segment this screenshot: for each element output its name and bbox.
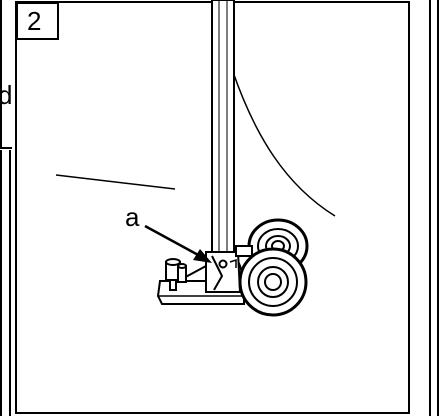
callout-a: a [125,202,212,263]
callout-arrow-head [193,249,212,263]
step-number: 2 [27,6,41,36]
callout-label: a [125,202,140,232]
front-wheel [238,247,308,317]
right-neighbor-panel [429,0,439,416]
locking-knob [165,258,187,291]
vertical-column [211,0,235,259]
guide-line [55,174,176,190]
callout-arrow-shaft [144,224,201,258]
left-neighbor-panel [0,0,12,416]
step-number-badge: 2 [16,2,59,40]
cable-curve [232,71,336,217]
left-panel-edge-text: d [0,80,12,110]
